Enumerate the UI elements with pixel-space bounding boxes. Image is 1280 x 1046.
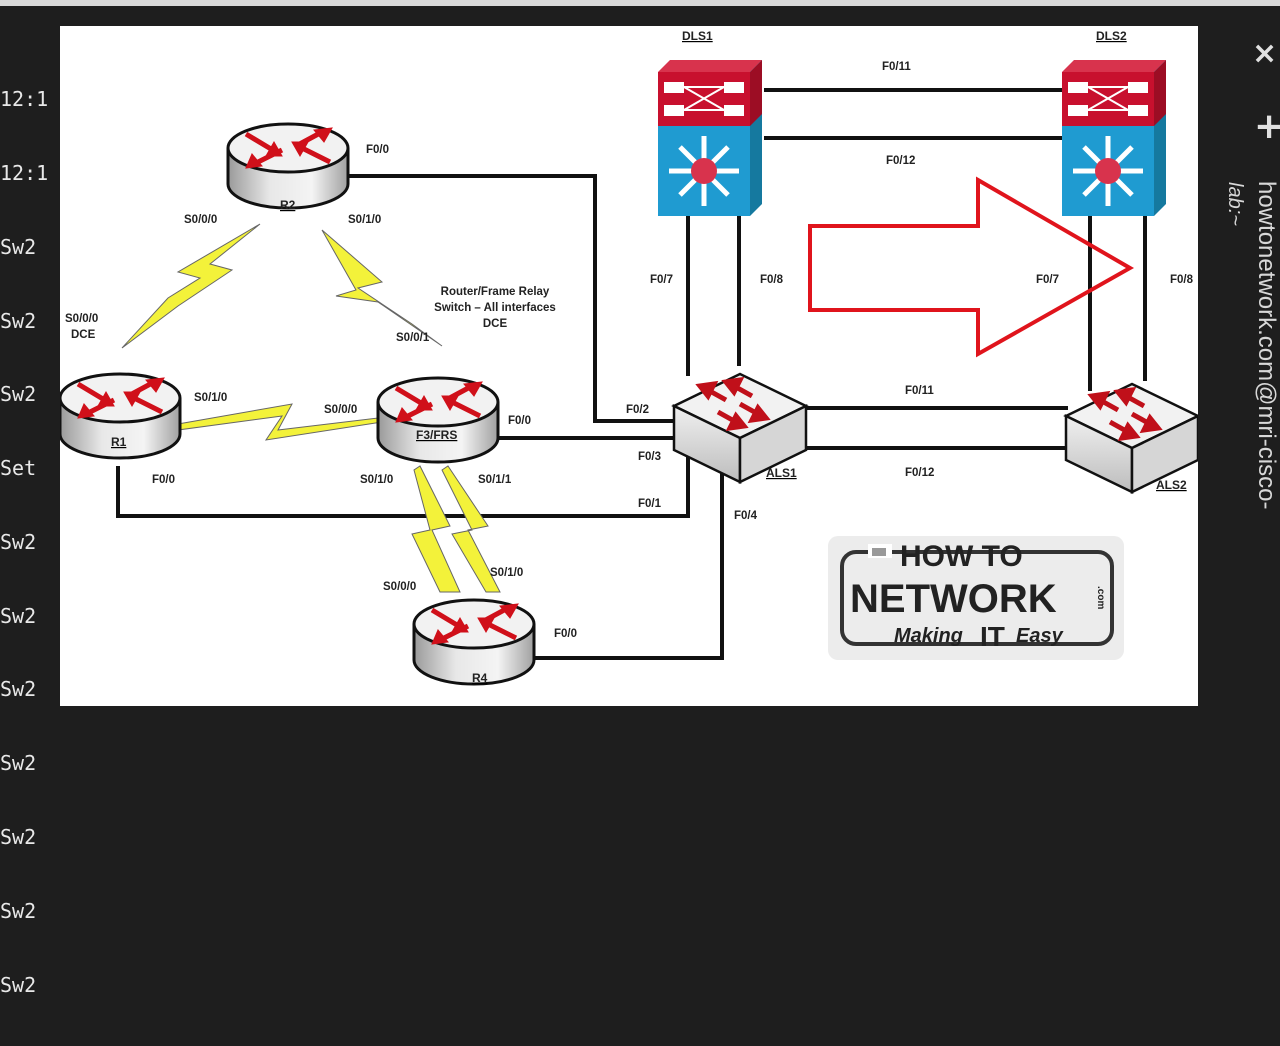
iface-label: F0/8 (760, 274, 784, 286)
iface-label: F0/7 (1036, 274, 1059, 286)
switch-als2[interactable] (1066, 384, 1198, 492)
iface-label: F0/0 (366, 144, 389, 156)
iface-label: F0/12 (905, 467, 934, 479)
iface-label: F0/12 (886, 155, 915, 167)
logo-tagline-b: IT (980, 621, 1005, 652)
serial-r2-frs (321, 229, 443, 347)
iface-label: F0/0 (508, 415, 531, 427)
logo-line2: NETWORK (850, 577, 1057, 621)
network-diagram: R2 R1 F3/FRS R4 DLS1 DLS2 ALS1 ALS2 F0/0… (60, 26, 1198, 706)
serial-frs-r4-a (411, 465, 461, 593)
iface-label: F0/8 (1170, 274, 1194, 286)
label-dls1: DLS1 (682, 29, 713, 43)
howtonetwork-logo: HOW TO NETWORK .com Making IT Easy (828, 536, 1124, 660)
label-r4: R4 (472, 671, 488, 685)
terminal-line: Sw2 (0, 972, 37, 997)
terminal-line: Sw2 (0, 898, 37, 923)
session-title: howtonetwork.com@mri-cisco- (1253, 181, 1280, 510)
terminal-line: Sw2 (0, 308, 37, 333)
iface-label: F0/7 (650, 274, 673, 286)
iface-label: S0/1/0 (360, 474, 393, 486)
label-r2: R2 (280, 198, 296, 212)
iface-label: S0/1/0 (348, 214, 381, 226)
terminal-line: Sw2 (0, 234, 37, 259)
highlight-arrow (808, 176, 1135, 358)
router-r2[interactable] (228, 124, 348, 208)
serial-r2-r1 (121, 223, 261, 349)
terminal-line: Sw2 (0, 603, 37, 628)
add-tab-icon[interactable]: + (1254, 106, 1280, 147)
label-frs: F3/FRS (416, 428, 457, 442)
close-icon[interactable]: × (1252, 36, 1278, 71)
side-panel: × + howtonetwork.com@mri-cisco- lab:~ (1200, 6, 1280, 720)
terminal-line: Sw2 (0, 825, 37, 849)
iface-label: S0/0/0 (383, 581, 416, 593)
iface-label: F0/11 (905, 385, 934, 397)
iface-label: S0/0/0 (65, 313, 98, 325)
iface-label: F0/3 (638, 451, 661, 463)
logo-dotcom: .com (1095, 586, 1106, 609)
iface-label: DCE (71, 329, 96, 341)
serial-frs-r4-b (441, 465, 501, 593)
iface-label: S0/1/1 (478, 474, 512, 486)
iface-label: F0/2 (626, 404, 649, 416)
iface-label: F0/0 (554, 628, 577, 640)
terminal-line: Sw2 (0, 751, 37, 776)
frs-note: DCE (483, 318, 508, 330)
ethernet-plug-icon (872, 548, 886, 556)
logo-tagline-a: Making (894, 625, 963, 647)
label-dls2: DLS2 (1096, 29, 1127, 43)
terminal-line: Set (0, 456, 37, 481)
switch-dls2[interactable] (1062, 60, 1166, 216)
terminal-output: 12:1 12:1 Sw2 Sw2 Sw2 Set Sw2 Sw2 Sw2 Sw… (0, 38, 48, 1046)
interface-labels: F0/0 S0/0/0 S0/1/0 S0/0/0 DCE S0/1/0 F0/… (65, 61, 1194, 640)
terminal-line: Sw2 (0, 529, 37, 554)
frs-note: Router/Frame Relay (441, 286, 550, 298)
router-frs[interactable] (378, 378, 498, 462)
iface-label: F0/4 (734, 510, 758, 522)
frs-note: Switch – All interfaces (434, 302, 556, 314)
link-r2-als1 (348, 174, 680, 423)
iface-label: S0/0/0 (324, 404, 357, 416)
iface-label: S0/1/0 (490, 567, 523, 579)
label-r1: R1 (111, 435, 127, 449)
serial-links (121, 223, 501, 593)
label-als1: ALS1 (766, 466, 797, 480)
device-labels: R2 R1 F3/FRS R4 DLS1 DLS2 ALS1 ALS2 (111, 29, 1187, 685)
iface-label: S0/0/0 (184, 214, 217, 226)
terminal-line: Sw2 (0, 677, 37, 702)
link-r1-als1 (116, 451, 690, 518)
session-subtitle: lab:~ (1224, 182, 1246, 226)
switch-dls1[interactable] (658, 60, 762, 216)
topology-svg: R2 R1 F3/FRS R4 DLS1 DLS2 ALS1 ALS2 F0/0… (60, 29, 1198, 706)
ethernet-links (116, 88, 1147, 660)
iface-label: S0/1/0 (194, 392, 227, 404)
terminal-line: 12:1 (0, 87, 49, 112)
link-r4-als1 (530, 464, 724, 660)
logo-line1: HOW TO (900, 540, 1023, 573)
iface-label: F0/0 (152, 474, 175, 486)
iface-label: F0/1 (638, 498, 662, 510)
iface-label: F0/11 (882, 61, 911, 73)
logo-tagline-c: Easy (1016, 625, 1064, 647)
terminal-line: Sw2 (0, 382, 37, 407)
iface-label: S0/0/1 (396, 332, 430, 344)
label-als2: ALS2 (1156, 478, 1187, 492)
terminal-line: 12:1 (0, 160, 49, 185)
